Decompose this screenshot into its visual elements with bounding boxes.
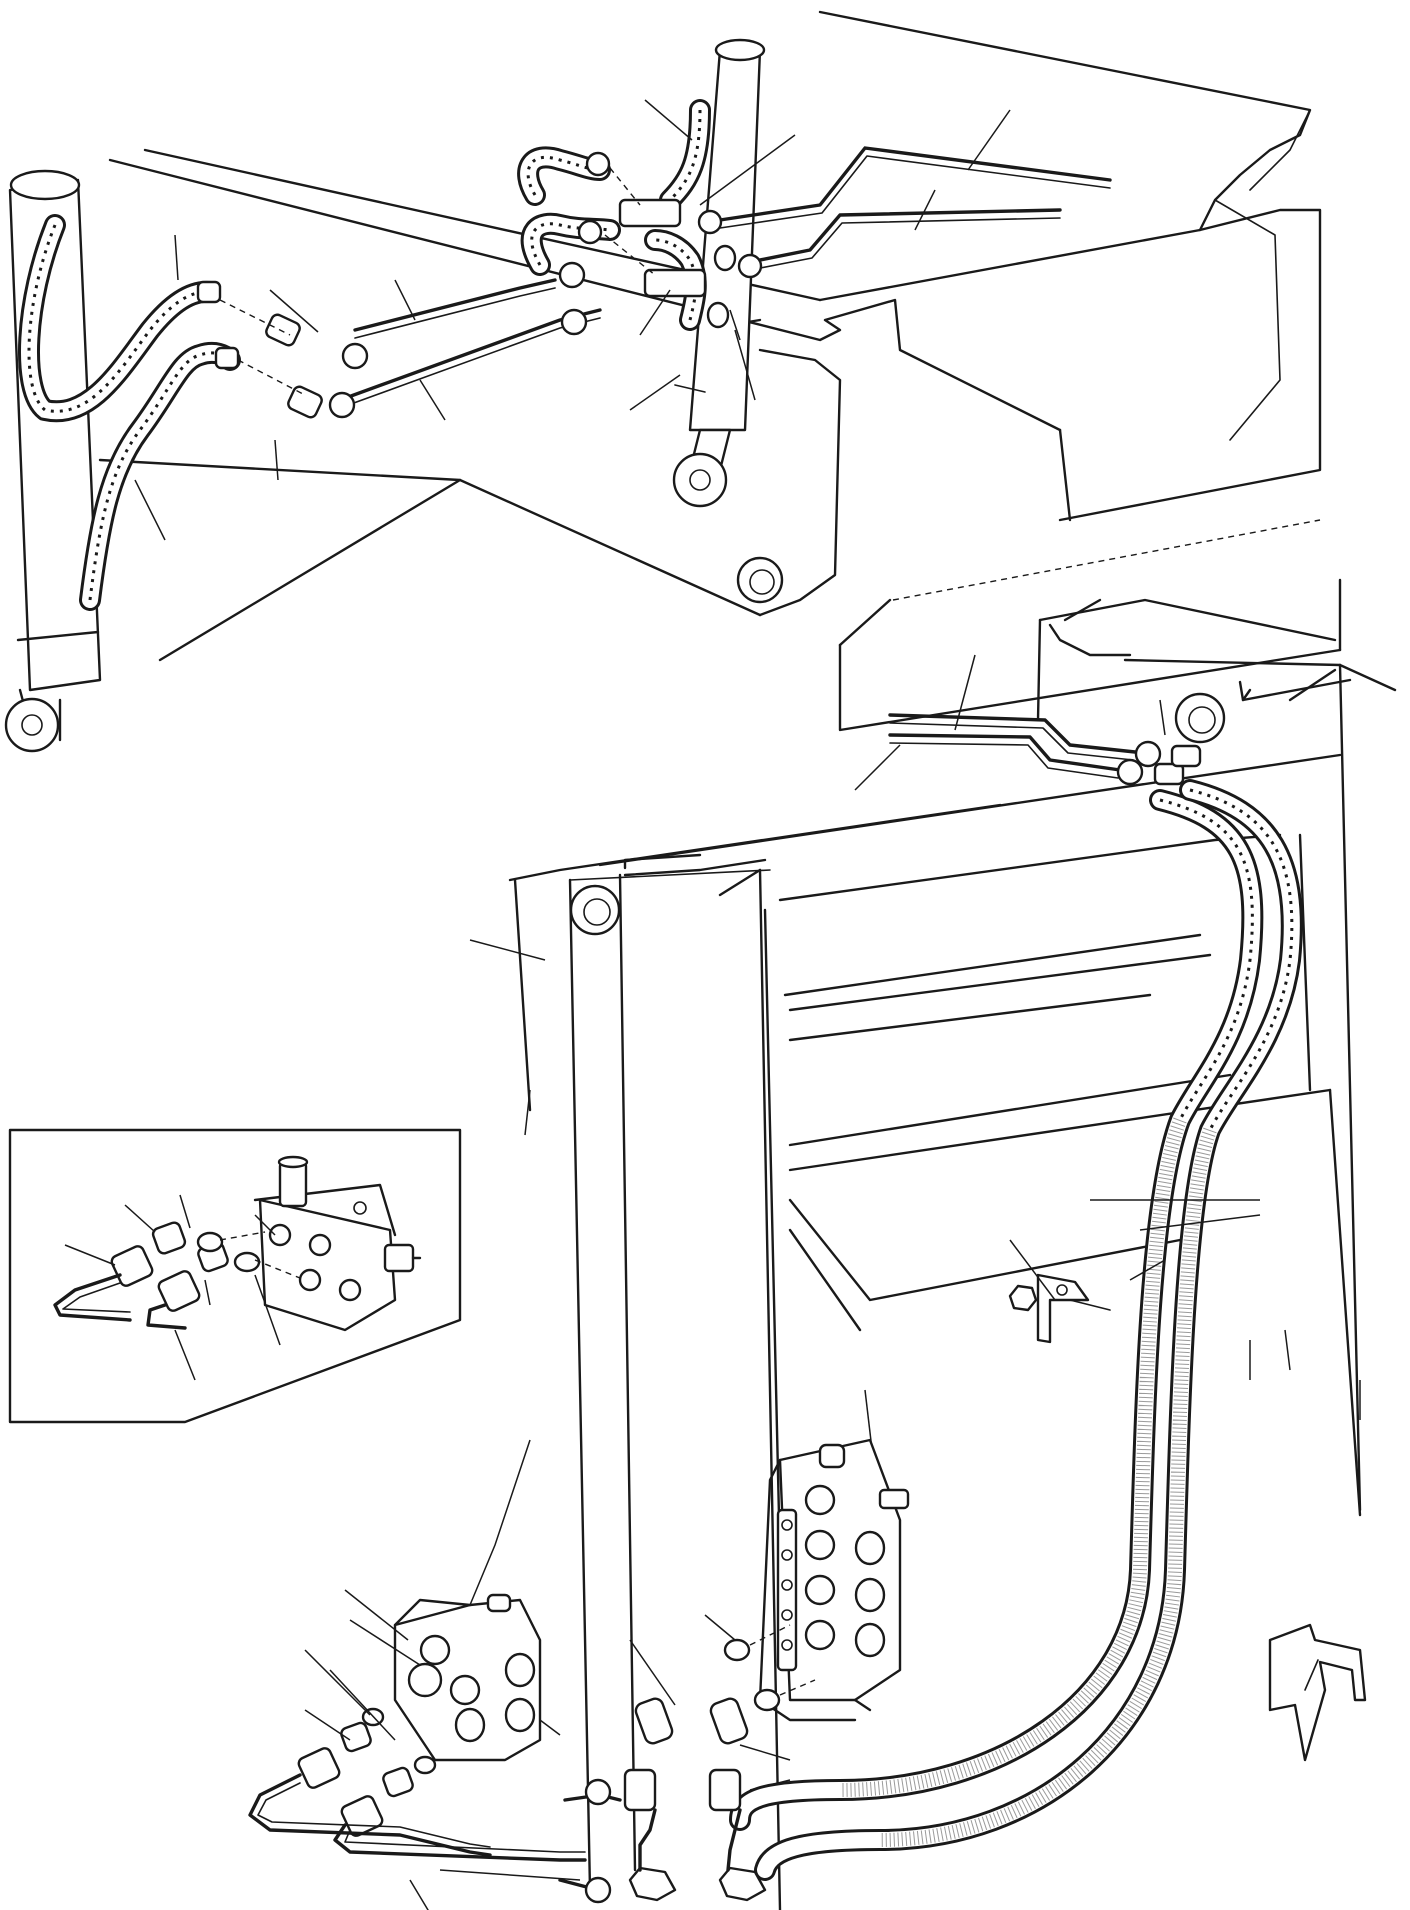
control-valve-bank — [758, 1438, 910, 1722]
hose-clamp — [1008, 1273, 1111, 1344]
front-direction-arrow-icon — [1268, 1623, 1367, 1762]
mast-pipes — [888, 713, 1202, 786]
upper-leader-lines — [134, 99, 1011, 541]
upper-hydraulic-lines — [18, 99, 1112, 611]
right-lift-cylinder — [672, 38, 766, 508]
lower-leader-lines — [304, 1439, 791, 1910]
lower-frame — [508, 753, 1362, 1910]
mast-assembly — [838, 519, 1397, 1512]
flow-divider-valve — [393, 1593, 542, 1762]
upper-fittings — [196, 151, 763, 419]
mast-leader-lines — [469, 654, 1361, 1476]
lower-fittings — [248, 1624, 816, 1904]
upper-boom-frame — [98, 10, 1322, 662]
inset-detail — [8, 1128, 462, 1424]
lift-hoses — [729, 779, 1303, 1881]
